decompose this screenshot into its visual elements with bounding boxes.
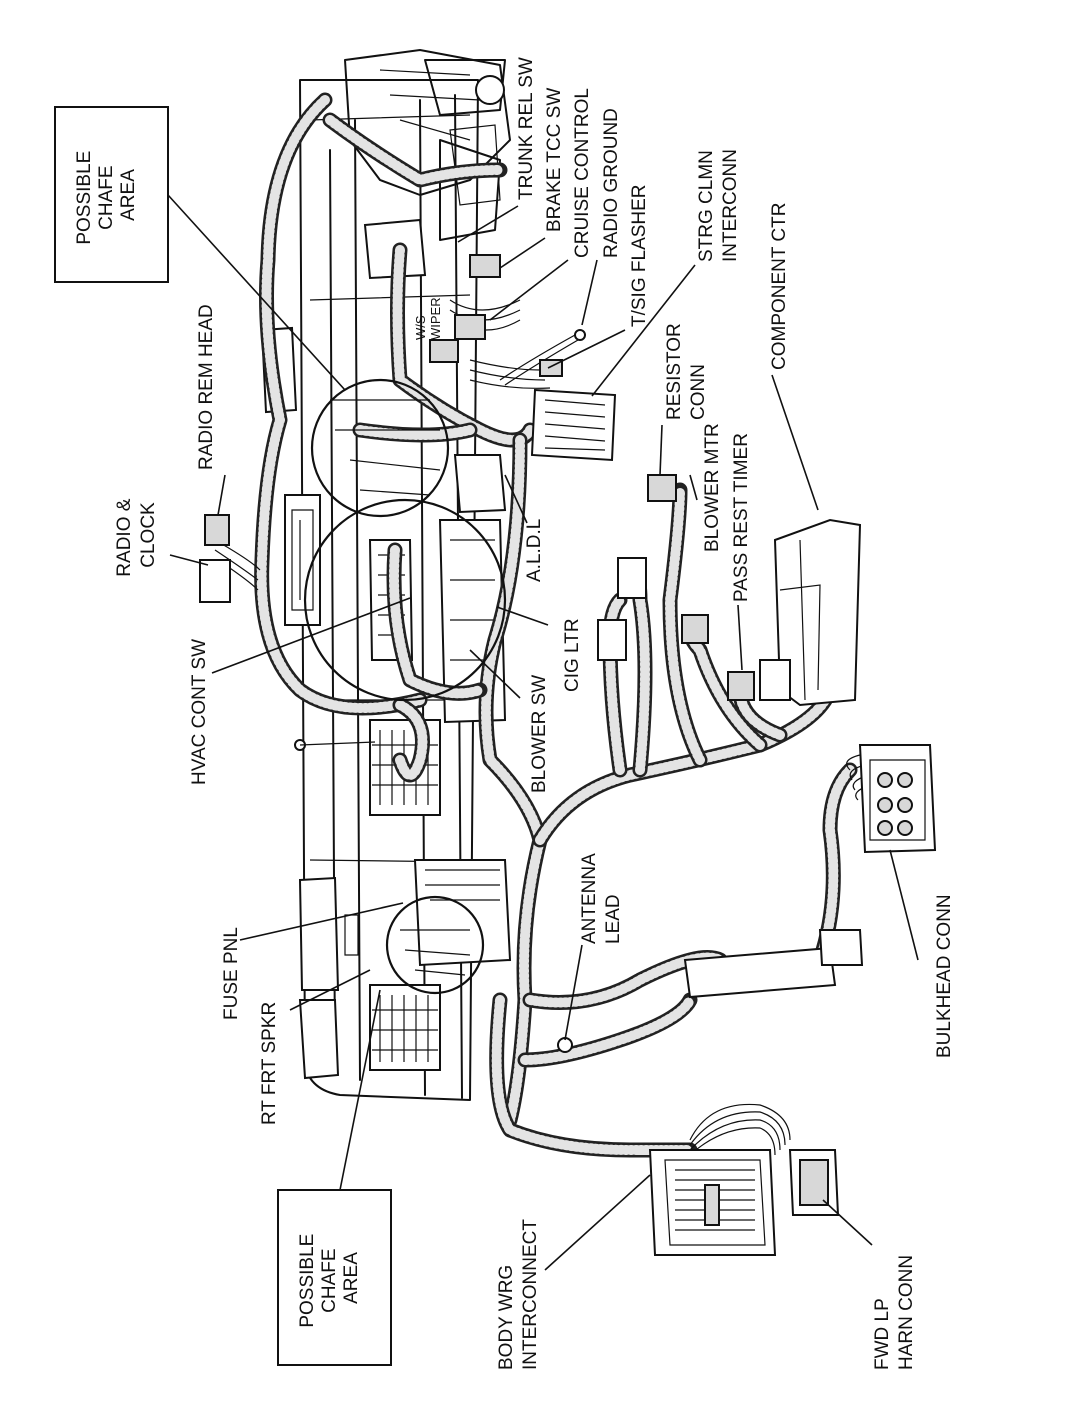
label-fuse-pnl: FUSE PNL <box>221 927 242 1020</box>
label-cig-ltr: CIG LTR <box>562 618 583 692</box>
label-hvac-cont-sw: HVAC CONT SW <box>189 639 210 785</box>
label-t-sig-flasher: T/SIG FLASHER <box>629 184 650 327</box>
bulkhead-conn-connector <box>858 744 937 854</box>
chafe-circle-lower <box>385 895 485 995</box>
svg-text:POSSIBLE CHAFE ARE: POSSIBLE CHAFE AREA <box>74 145 139 244</box>
label-radio-clock: RADIO & CLOCK <box>114 493 159 576</box>
chafe-circle-upper <box>310 378 450 518</box>
strg-clmn-interconn-connector <box>530 388 617 462</box>
leader-lines <box>167 194 919 1271</box>
chafe-top-line3: AREA <box>118 169 139 221</box>
label-body-wrg-interconnect: BODY WRG INTERCONNECT <box>496 1219 541 1370</box>
label-rt-frt-spkr: RT FRT SPKR <box>259 1002 280 1125</box>
callout-labels: TRUNK REL SW BRAKE TCC SW CRUISE CONTROL… <box>114 57 955 1370</box>
label-aldl: A.L.D.L <box>524 519 545 582</box>
label-blower-mtr: BLOWER MTR <box>702 423 723 552</box>
component-center-block <box>759 518 862 707</box>
label-radio-rem-head: RADIO REM HEAD <box>196 304 217 470</box>
body-wrg-interconnect-connector <box>648 1149 777 1256</box>
label-strg-clmn-interconn: STRG CLMN INTERCONN <box>696 145 741 262</box>
chafe-top-line1: POSSIBLE <box>74 151 95 245</box>
possible-chafe-area-bottom-box: POSSIBLE CHAFE AREA <box>277 1189 392 1366</box>
small-connectors <box>199 254 755 1053</box>
label-resistor-conn: RESISTOR CONN <box>664 318 709 420</box>
label-brake-tcc-sw: BRAKE TCC SW <box>544 88 565 232</box>
connectors <box>199 254 937 1256</box>
possible-chafe-area-top-box: POSSIBLE CHAFE AREA <box>54 106 169 283</box>
chafe-circle-middle <box>303 498 507 702</box>
label-cruise-control: CRUISE CONTROL <box>572 88 593 258</box>
label-bulkhead-conn: BULKHEAD CONN <box>934 894 955 1058</box>
label-antenna-lead: ANTENNA LEAD <box>579 849 624 944</box>
label-component-ctr: COMPONENT CTR <box>769 203 790 370</box>
bulkhead-bracket <box>683 929 864 999</box>
label-pass-rest-timer: PASS REST TIMER <box>731 433 752 602</box>
chafe-area-circles <box>303 378 507 995</box>
fwd-lp-harn-conn-connector <box>788 1149 840 1216</box>
svg-text:POSSIBLE CHAFE ARE: POSSIBLE CHAFE AREA <box>297 1228 362 1327</box>
chafe-bottom-line2: CHAFE <box>319 1248 340 1312</box>
label-radio-ground: RADIO GROUND <box>601 108 622 258</box>
chafe-bottom-line1: POSSIBLE <box>297 1234 318 1328</box>
label-ws-wiper: W/S WIPER <box>413 297 443 340</box>
chafe-bottom-line3: AREA <box>341 1252 362 1304</box>
label-fwd-lp-harn-conn: FWD LP HARN CONN <box>872 1255 917 1370</box>
wiring-harness-bundles <box>254 92 858 1158</box>
label-trunk-rel-sw: TRUNK REL SW <box>516 57 537 200</box>
label-blower-sw: BLOWER SW <box>529 675 550 793</box>
chafe-top-line2: CHAFE <box>96 165 117 229</box>
